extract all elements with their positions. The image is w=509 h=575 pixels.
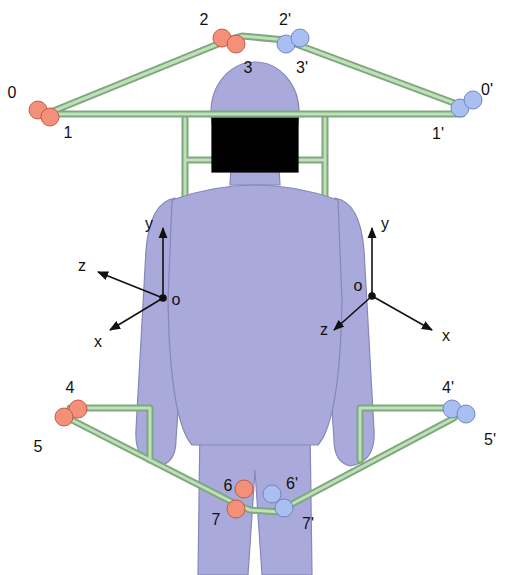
callout-number: 3' <box>296 60 308 76</box>
axis-line <box>162 228 164 298</box>
marker <box>464 91 482 109</box>
marker <box>55 408 73 426</box>
axis-line <box>372 296 432 330</box>
axes <box>98 228 432 330</box>
axis-line <box>334 296 372 330</box>
axis-label: o <box>172 292 181 308</box>
axis-label: y <box>145 216 153 232</box>
frame-tube <box>46 36 462 512</box>
marker <box>41 108 59 126</box>
frame-tube <box>46 36 462 512</box>
callout-number: 2 <box>200 12 209 28</box>
callout-number: 4 <box>66 380 75 396</box>
blue-markers <box>263 29 482 517</box>
marker <box>235 480 253 498</box>
callout-number: 7' <box>302 516 314 532</box>
axis-line <box>110 298 163 330</box>
visor <box>212 118 298 172</box>
callout-number: 6 <box>224 478 233 494</box>
marker <box>291 29 309 47</box>
callout-number: 6' <box>286 476 298 492</box>
callout-number: 1 <box>64 125 73 141</box>
axis-label: x <box>442 328 450 344</box>
axis-label: z <box>320 322 328 338</box>
callout-number: 1' <box>432 126 444 142</box>
callout-number: 2' <box>279 12 291 28</box>
frame-front <box>46 36 462 512</box>
red-markers <box>29 29 253 518</box>
marker <box>227 500 245 518</box>
marker-group <box>29 29 482 518</box>
callout-number: 4' <box>442 380 454 396</box>
axis-label: x <box>94 334 102 350</box>
torso <box>168 185 342 445</box>
callout-number: 5 <box>34 439 43 455</box>
callout-number: 0 <box>8 85 17 101</box>
axis-label: y <box>381 216 389 232</box>
axis-label: z <box>78 258 86 274</box>
callout-number: 3 <box>244 60 253 76</box>
callout-number: 7 <box>212 512 221 528</box>
axis-label: o <box>354 278 363 294</box>
marker <box>457 405 475 423</box>
axis-line <box>98 272 163 298</box>
marker <box>227 35 245 53</box>
marker <box>263 485 281 503</box>
marker <box>275 499 293 517</box>
human-figure <box>136 62 374 575</box>
origin-dot <box>369 293 375 299</box>
callout-number: 5' <box>484 432 496 448</box>
origin-dot <box>160 295 166 301</box>
axis-line <box>371 228 373 296</box>
callout-number: 0' <box>481 82 493 98</box>
